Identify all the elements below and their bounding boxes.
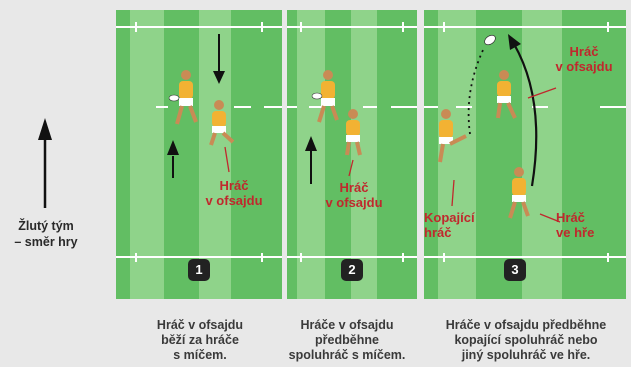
onside-player: [508, 167, 530, 219]
offside-player-label: Hráč v ofsajdu: [325, 180, 383, 210]
kicking-player-label: Kopající hráč: [424, 210, 475, 240]
panel-3-caption: Hráče v ofsajdu předběhne kopající spolu…: [445, 318, 607, 362]
player-with-ball: [311, 70, 339, 123]
panel-3: Hráč v ofsajdu Kopající hráč Hráč ve hře…: [424, 10, 626, 299]
pitch-1: [116, 10, 282, 299]
arrow-up-icon: [305, 136, 317, 184]
run-arrow-icon: [508, 34, 538, 187]
kicking-player: [438, 109, 467, 163]
player-with-ball: [168, 70, 198, 125]
panel-number-badge: 1: [188, 259, 210, 281]
offside-player: [345, 109, 362, 156]
panel-1: Hráč v ofsajdu 1: [116, 10, 282, 299]
offside-player: [209, 100, 235, 146]
panel-2: Hráč v ofsajdu 2: [287, 10, 417, 299]
offside-player: [496, 70, 517, 119]
panel-number-badge: 3: [504, 259, 526, 281]
team-direction-label: Žlutý tým – směr hry: [14, 219, 78, 249]
arrow-down-icon: [213, 34, 225, 84]
pitch-3: [424, 10, 626, 299]
direction-arrow-icon: [38, 118, 52, 208]
onside-player-label: Hráč ve hře: [556, 210, 595, 240]
panel-number-badge: 2: [341, 259, 363, 281]
panel-2-caption: Hráče v ofsajdu předběhne spoluhráč s mí…: [288, 318, 406, 362]
ball-icon: [484, 34, 496, 46]
pitch-2: [287, 10, 417, 299]
panel-1-caption: Hráč v ofsajdu běží za hráče s míčem.: [156, 318, 244, 362]
offside-player-label: Hráč v ofsajdu: [205, 178, 263, 208]
arrow-up-icon: [167, 140, 179, 178]
offside-player-label: Hráč v ofsajdu: [555, 44, 613, 74]
